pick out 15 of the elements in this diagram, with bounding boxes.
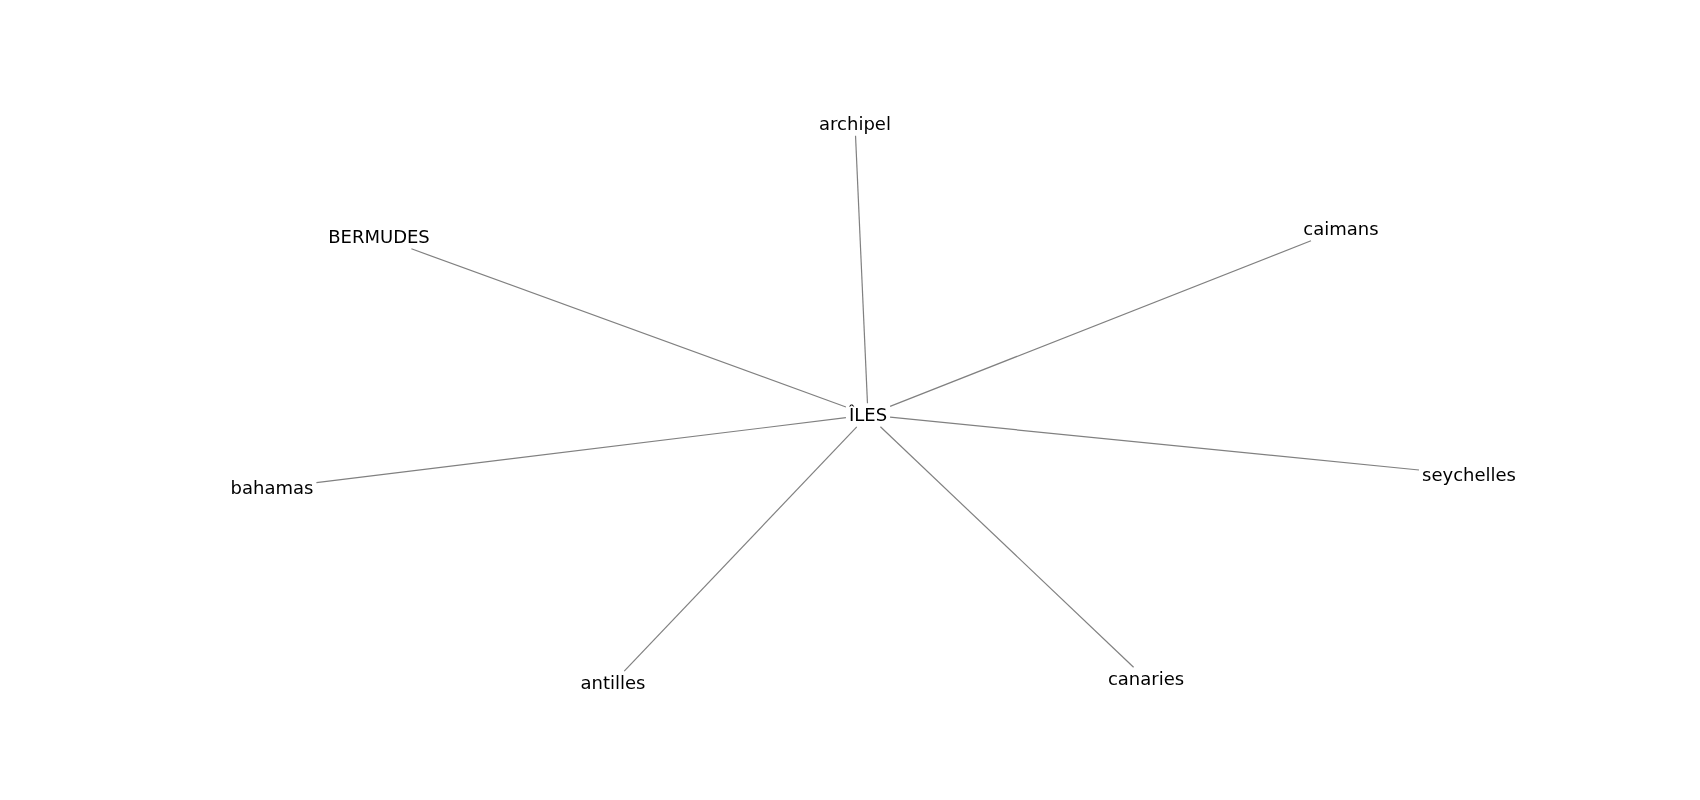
connector-line (889, 416, 1420, 471)
connector-line (879, 426, 1135, 668)
connector-line (410, 248, 847, 408)
word-label: caimans (1300, 217, 1382, 241)
word-label: antilles (577, 671, 649, 695)
word-label: canaries (1104, 667, 1188, 691)
connector-line (315, 417, 847, 484)
connector-line (623, 426, 858, 672)
connector-line (889, 240, 1312, 407)
word-label: archipel (816, 112, 894, 136)
connector-line (854, 135, 869, 404)
word-label: BERMUDES (325, 225, 433, 249)
word-label: ÎLES (845, 403, 891, 427)
word-label: bahamas (227, 476, 317, 500)
word-label: seychelles (1419, 463, 1519, 487)
